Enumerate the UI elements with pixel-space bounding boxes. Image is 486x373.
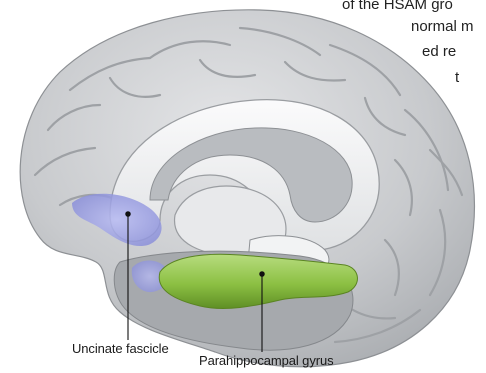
label-uncinate-fascicle: Uncinate fascicle <box>72 341 169 356</box>
uncinate-leader-dot <box>126 212 130 216</box>
parahippocampal-leader-dot <box>260 272 264 276</box>
label-parahippocampal-gyrus: Parahippocampal gyrus <box>199 353 333 368</box>
